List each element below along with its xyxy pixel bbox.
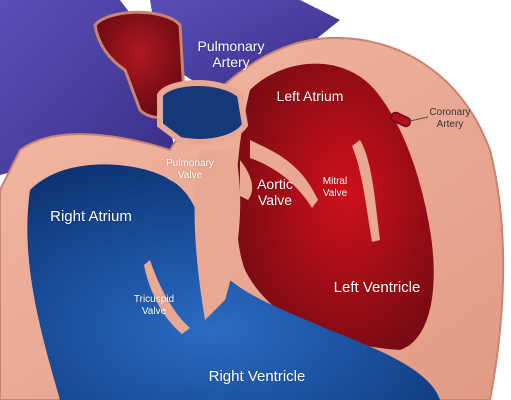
aortic-valve-label: Aortic Valve	[257, 176, 293, 209]
left-ventricle-label: Left Ventricle	[333, 279, 421, 296]
coronary-leader-line	[409, 116, 429, 122]
mitral-valve-label: Mitral Valve	[322, 176, 348, 199]
left-atrium-label: Left Atrium	[276, 88, 344, 104]
pulmonary-artery-vessel	[150, 0, 340, 95]
pulmonary-artery-label: Pulmonary Artery	[197, 38, 265, 71]
papillary-muscle	[352, 140, 380, 242]
tricuspid-valve-leaflet	[144, 260, 190, 334]
right-chambers	[27, 164, 440, 400]
pulmonary-trunk	[157, 80, 249, 145]
tricuspid-valve-label: Tricuspid Valve	[133, 294, 175, 317]
left-chambers	[235, 63, 434, 351]
coronary-artery-vessel	[390, 111, 412, 128]
mitral-valve-leaflet	[250, 140, 318, 208]
right-ventricle-label: Right Ventricle	[208, 368, 306, 385]
septum	[194, 150, 241, 320]
pulmonary-valve-label: Pulmonary Valve	[166, 158, 214, 181]
coronary-artery-label: Coronary Artery	[429, 107, 471, 130]
right-atrium-label: Right Atrium	[50, 208, 132, 225]
aortic-valve-leaflet	[240, 160, 253, 200]
